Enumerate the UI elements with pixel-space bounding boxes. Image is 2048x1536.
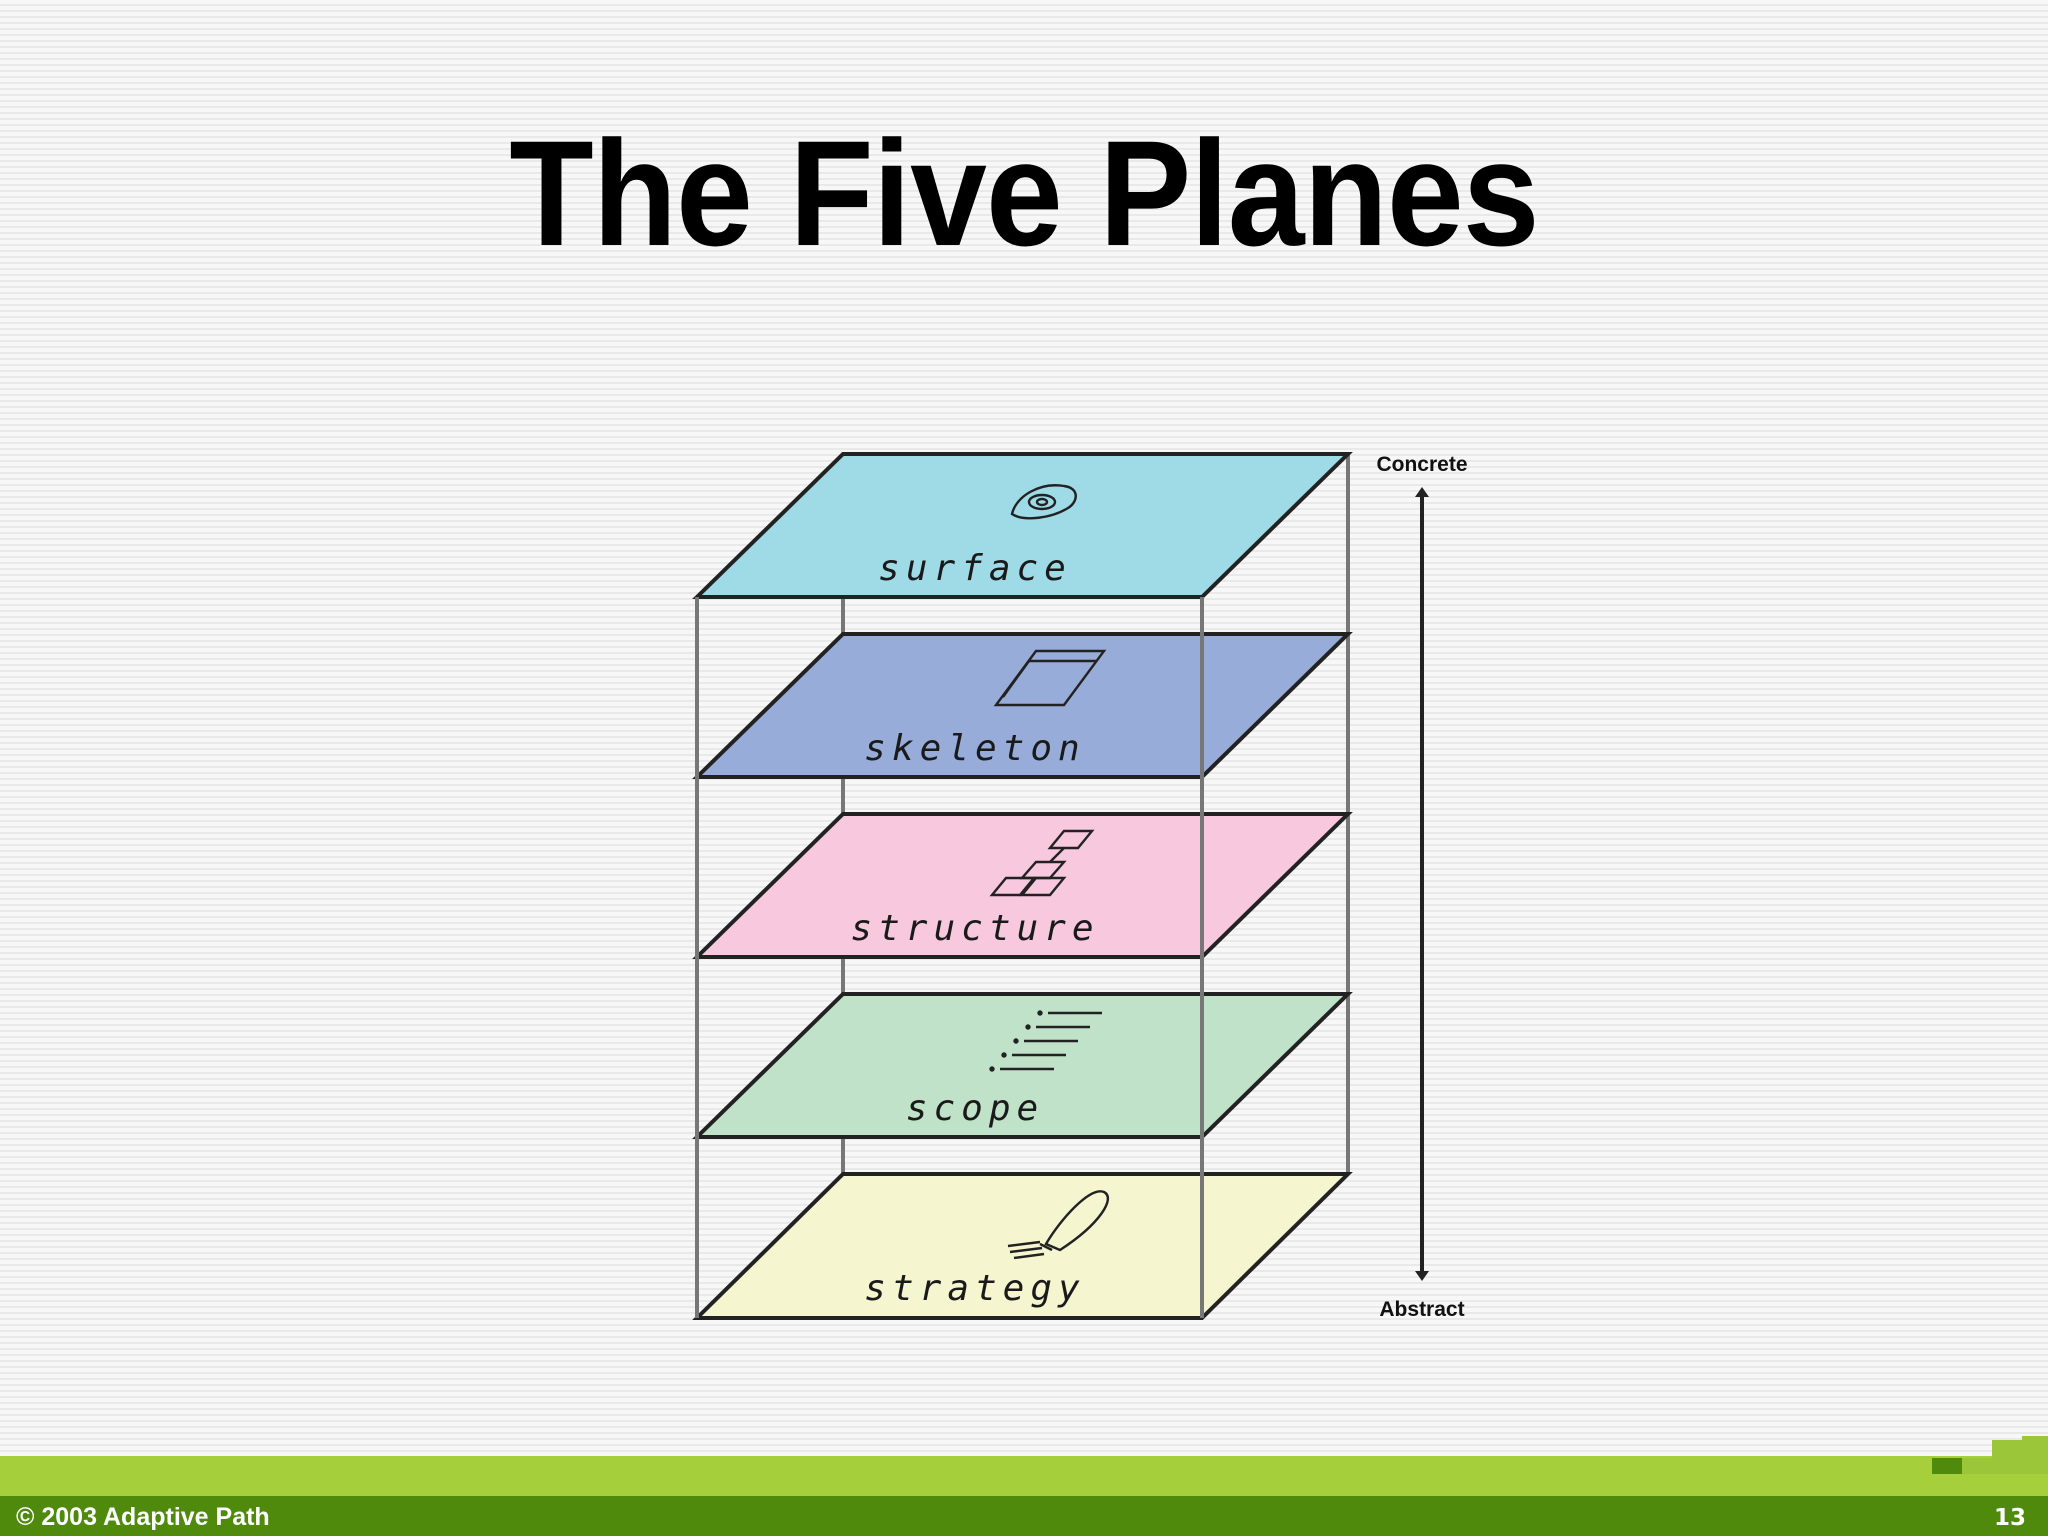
plane-structure: structure — [692, 812, 1353, 959]
lightbulb-icon — [1007, 1190, 1110, 1260]
plane-label-surface: surface — [878, 548, 1072, 589]
hierarchy-icon — [989, 829, 1095, 897]
plane-scope: scope — [692, 992, 1353, 1139]
plane-label-skeleton: skeleton — [864, 728, 1085, 769]
front-posts — [695, 597, 1204, 1318]
plane-strategy: strategy — [692, 1172, 1353, 1320]
eye-icon — [1010, 484, 1077, 520]
footer-copyright: © 2003 Adaptive Path — [16, 1503, 270, 1531]
list-icon — [989, 1010, 1102, 1072]
plane-label-strategy: strategy — [864, 1268, 1085, 1309]
footer-bar: © 2003 Adaptive Path 13 — [0, 1496, 2048, 1536]
plane-surface: surface — [692, 452, 1353, 599]
page-number: 13 — [1993, 1505, 2026, 1531]
slide-title: The Five Planes — [509, 109, 1539, 277]
plane-label-structure: structure — [850, 908, 1099, 949]
plane-skeleton: skeleton — [692, 632, 1353, 779]
axis-label-abstract: Abstract — [1379, 1298, 1464, 1321]
wireframe-icon — [993, 649, 1107, 707]
plane-label-scope: scope — [906, 1088, 1044, 1129]
axis-label-concrete: Concrete — [1376, 453, 1467, 476]
footer-band — [0, 1456, 2048, 1496]
